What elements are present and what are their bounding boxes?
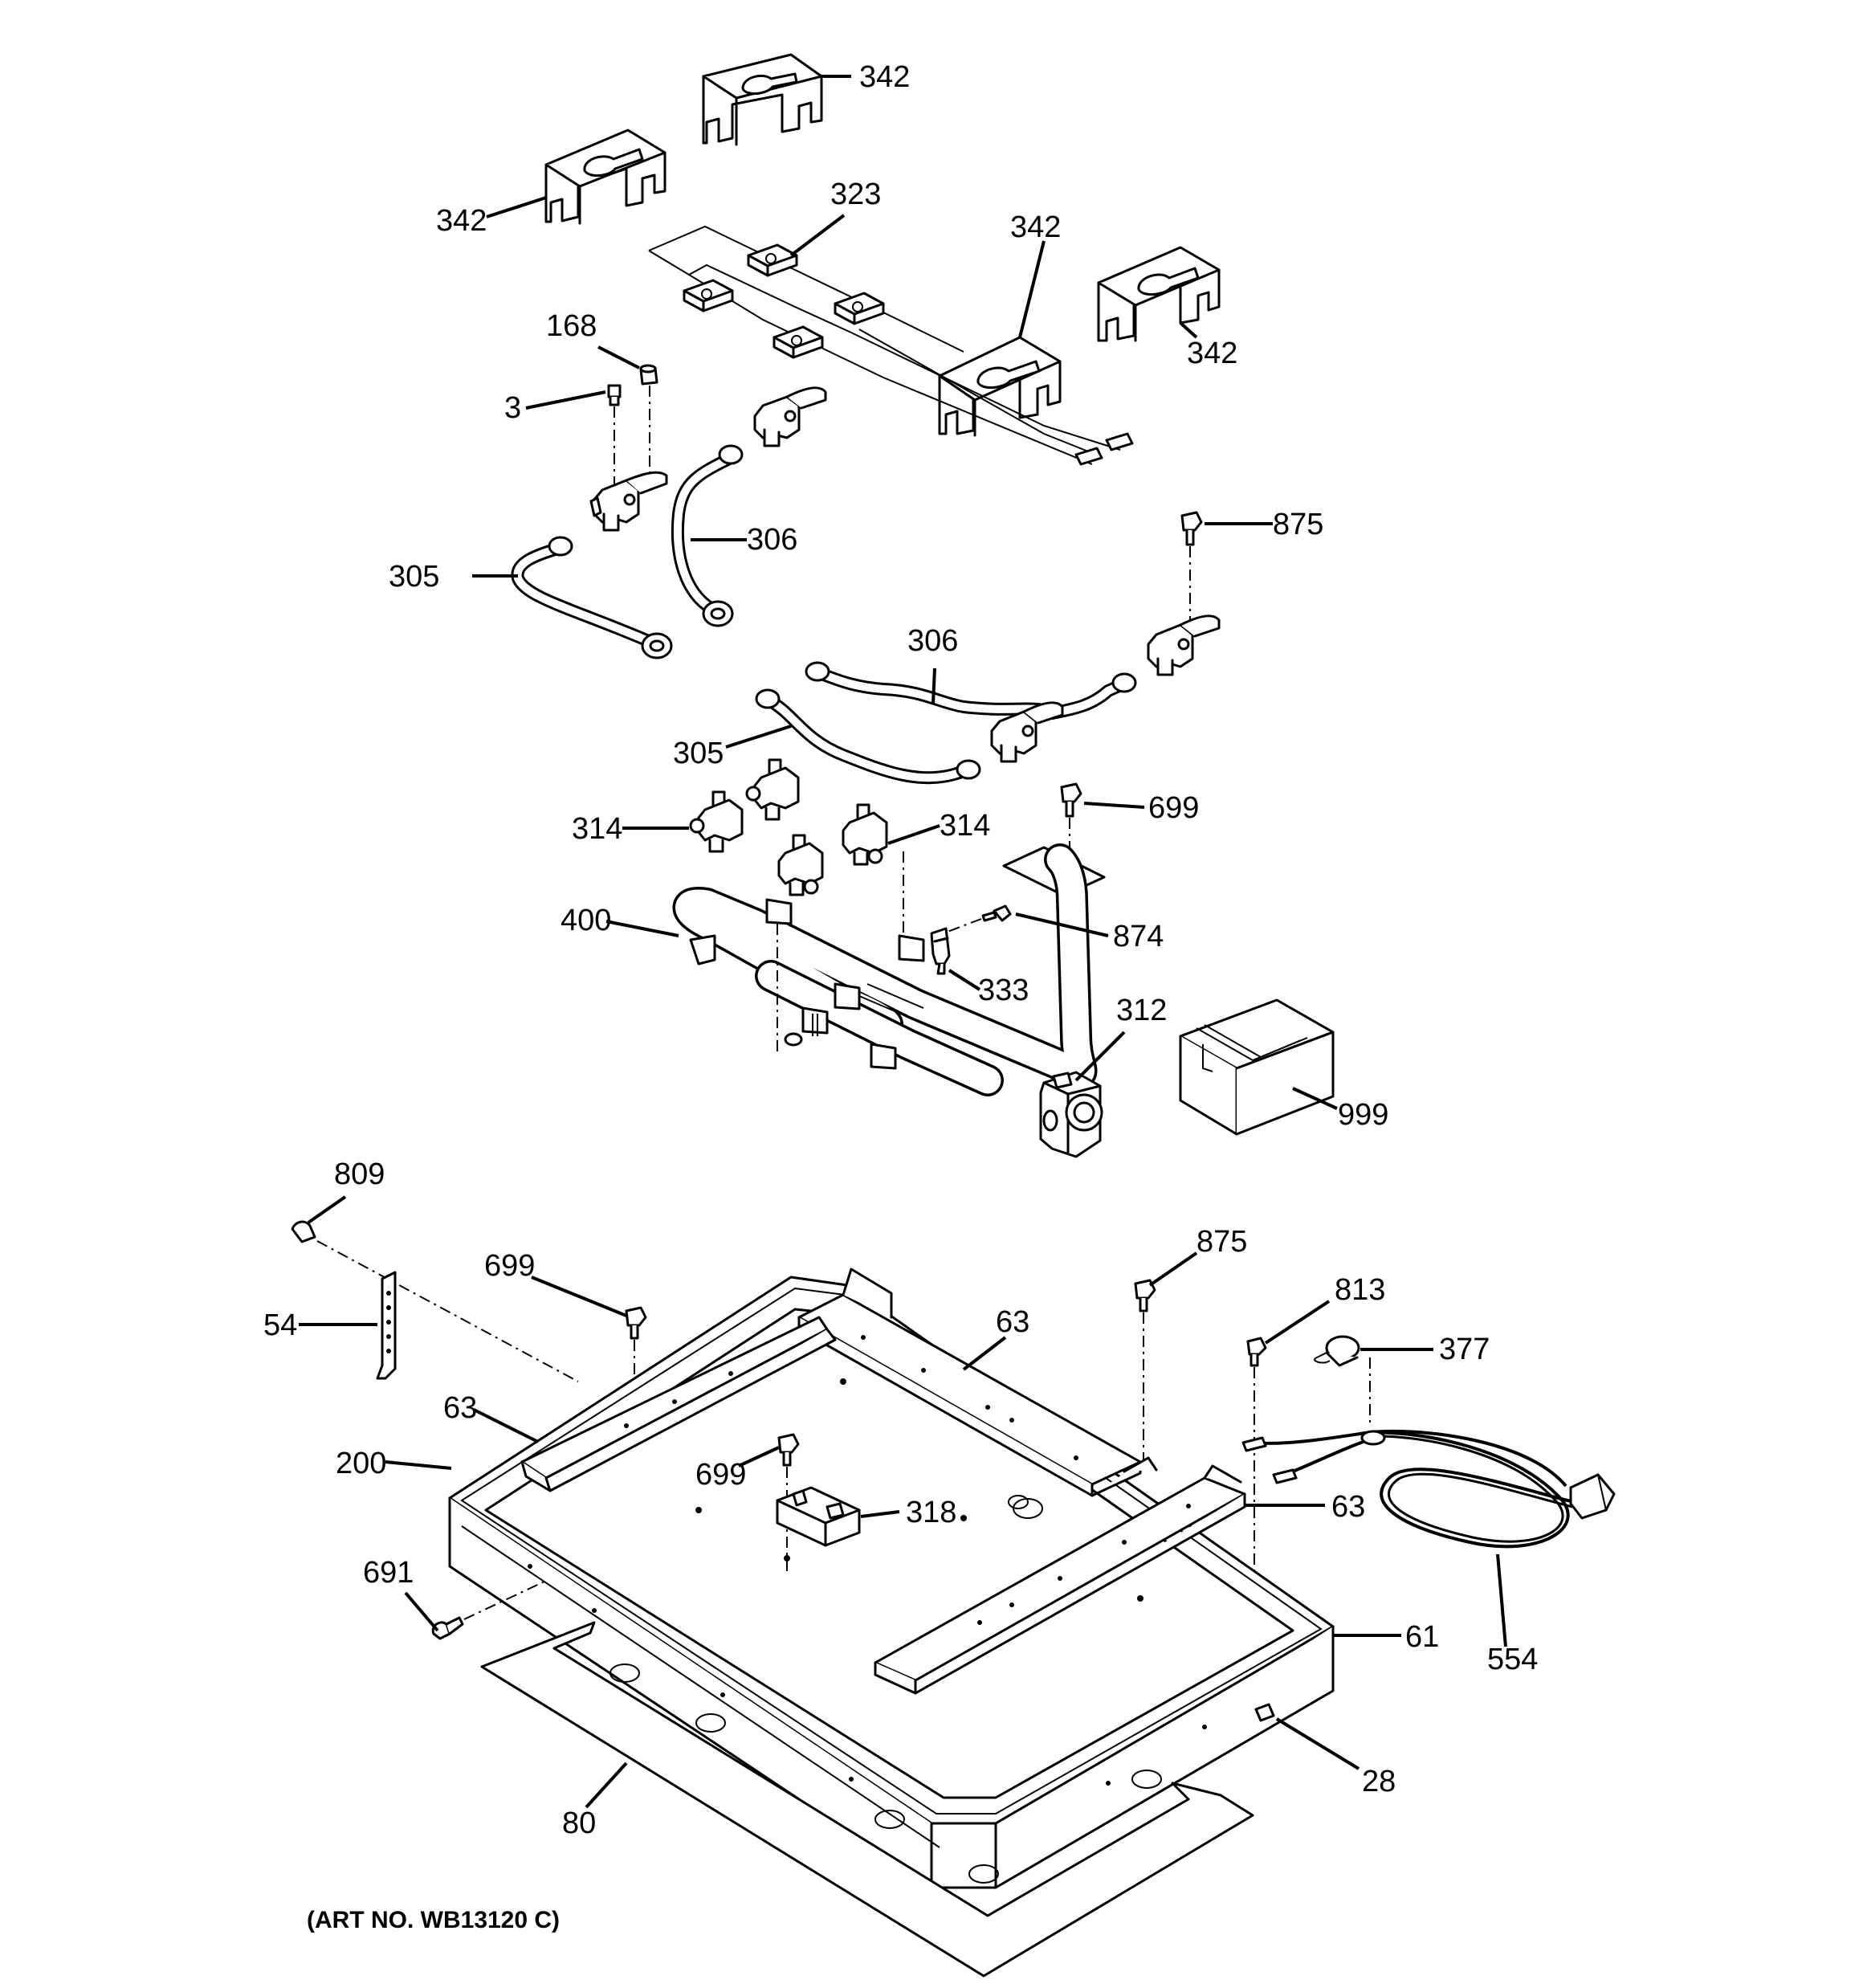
- screw-3: [607, 384, 622, 406]
- gas-tube-305-upper: [511, 536, 673, 659]
- callout-699: 699: [484, 1249, 535, 1283]
- screw-813: [1246, 1337, 1267, 1367]
- guide-line: [316, 1240, 579, 1382]
- orifice-314-a: [689, 790, 744, 853]
- rail-63-top: [797, 1268, 1158, 1497]
- callout-168: 168: [546, 309, 597, 343]
- callout-699: 699: [1148, 791, 1199, 825]
- callout-342: 342: [1187, 337, 1237, 370]
- screw-875-upper: [1180, 511, 1203, 546]
- callout-691: 691: [363, 1556, 414, 1590]
- screw-699-center: [777, 1433, 800, 1467]
- callout-305: 305: [673, 737, 724, 770]
- cooktop-frame-200: [448, 1276, 1335, 1825]
- manifold-400: [672, 843, 1098, 1096]
- callout-875: 875: [1196, 1225, 1247, 1259]
- screw-699-frame: [625, 1306, 647, 1340]
- orifice-314-c: [777, 834, 824, 896]
- power-cord-554: [1241, 1429, 1616, 1549]
- callout-28: 28: [1362, 1765, 1396, 1798]
- cooktop-box-61: [448, 1378, 1335, 1889]
- callout-400: 400: [561, 904, 611, 937]
- callout-342: 342: [1010, 210, 1061, 244]
- burner-valve-upper-right: [1147, 614, 1221, 676]
- callout-323: 323: [830, 178, 881, 211]
- switch-harness-323: [648, 225, 1134, 466]
- pressure-regulator-312: [1039, 1071, 1103, 1158]
- burner-valve-upper-mid: [753, 386, 827, 447]
- orifice-314-b: [745, 758, 800, 821]
- screw-691: [431, 1616, 464, 1640]
- gas-tube-305-lower: [755, 688, 981, 785]
- art-number: (ART NO. WB13120 C): [307, 1907, 560, 1933]
- screw-699-upper: [1060, 782, 1082, 818]
- callout-61: 61: [1405, 1620, 1439, 1654]
- callout-63: 63: [1331, 1490, 1365, 1524]
- callout-874: 874: [1113, 920, 1164, 953]
- callout-63: 63: [443, 1391, 477, 1425]
- rail-63-left: [520, 1316, 837, 1492]
- callout-labels: 342 342 323 342 342 168 3 306 305 875 30…: [263, 60, 1538, 1840]
- connector-377: [1314, 1335, 1360, 1367]
- callout-999: 999: [1338, 1098, 1388, 1132]
- knob-shield-342-top: [702, 53, 823, 146]
- callout-318: 318: [906, 1496, 956, 1529]
- callout-333: 333: [978, 974, 1029, 1007]
- knob-shield-342-mid: [938, 336, 1062, 437]
- callout-312: 312: [1116, 994, 1167, 1027]
- screw-874: [981, 904, 1012, 922]
- callout-314: 314: [572, 812, 622, 846]
- callout-306: 306: [747, 523, 797, 557]
- knob-shield-342-right: [1097, 246, 1221, 342]
- callout-699: 699: [695, 1458, 746, 1492]
- foot-28: [1254, 1703, 1275, 1722]
- guide-line: [947, 918, 982, 933]
- insulation-pad-80: [480, 1621, 1254, 1978]
- spark-module-318: [776, 1486, 861, 1547]
- literature-999: [1179, 998, 1335, 1136]
- screw-809: [291, 1220, 316, 1243]
- orifice-314-d: [842, 803, 888, 866]
- callout-813: 813: [1335, 1273, 1385, 1307]
- callout-63: 63: [996, 1305, 1029, 1339]
- callout-80: 80: [562, 1806, 596, 1840]
- burner-valve-center: [990, 701, 1064, 763]
- bracket-54: [376, 1271, 397, 1380]
- callout-314: 314: [940, 809, 990, 843]
- callout-377: 377: [1439, 1333, 1490, 1366]
- clip-333: [930, 927, 951, 975]
- callout-809: 809: [334, 1157, 385, 1191]
- leader-lines: [299, 75, 1507, 1809]
- callout-554: 554: [1487, 1643, 1538, 1676]
- cap-168: [639, 364, 658, 386]
- callout-305: 305: [389, 560, 439, 594]
- callout-200: 200: [336, 1447, 386, 1480]
- callout-342: 342: [859, 60, 910, 94]
- callout-342: 342: [436, 204, 487, 238]
- gas-tube-306-lower: [805, 661, 1137, 720]
- callout-3: 3: [504, 391, 521, 425]
- callout-875: 875: [1273, 508, 1323, 541]
- burner-valve-upper-left: [589, 471, 668, 532]
- callout-306: 306: [907, 624, 958, 658]
- knob-shield-342-left: [544, 129, 667, 225]
- guide-line: [463, 1580, 547, 1620]
- gas-tube-306-upper: [671, 444, 744, 627]
- callout-54: 54: [263, 1308, 297, 1342]
